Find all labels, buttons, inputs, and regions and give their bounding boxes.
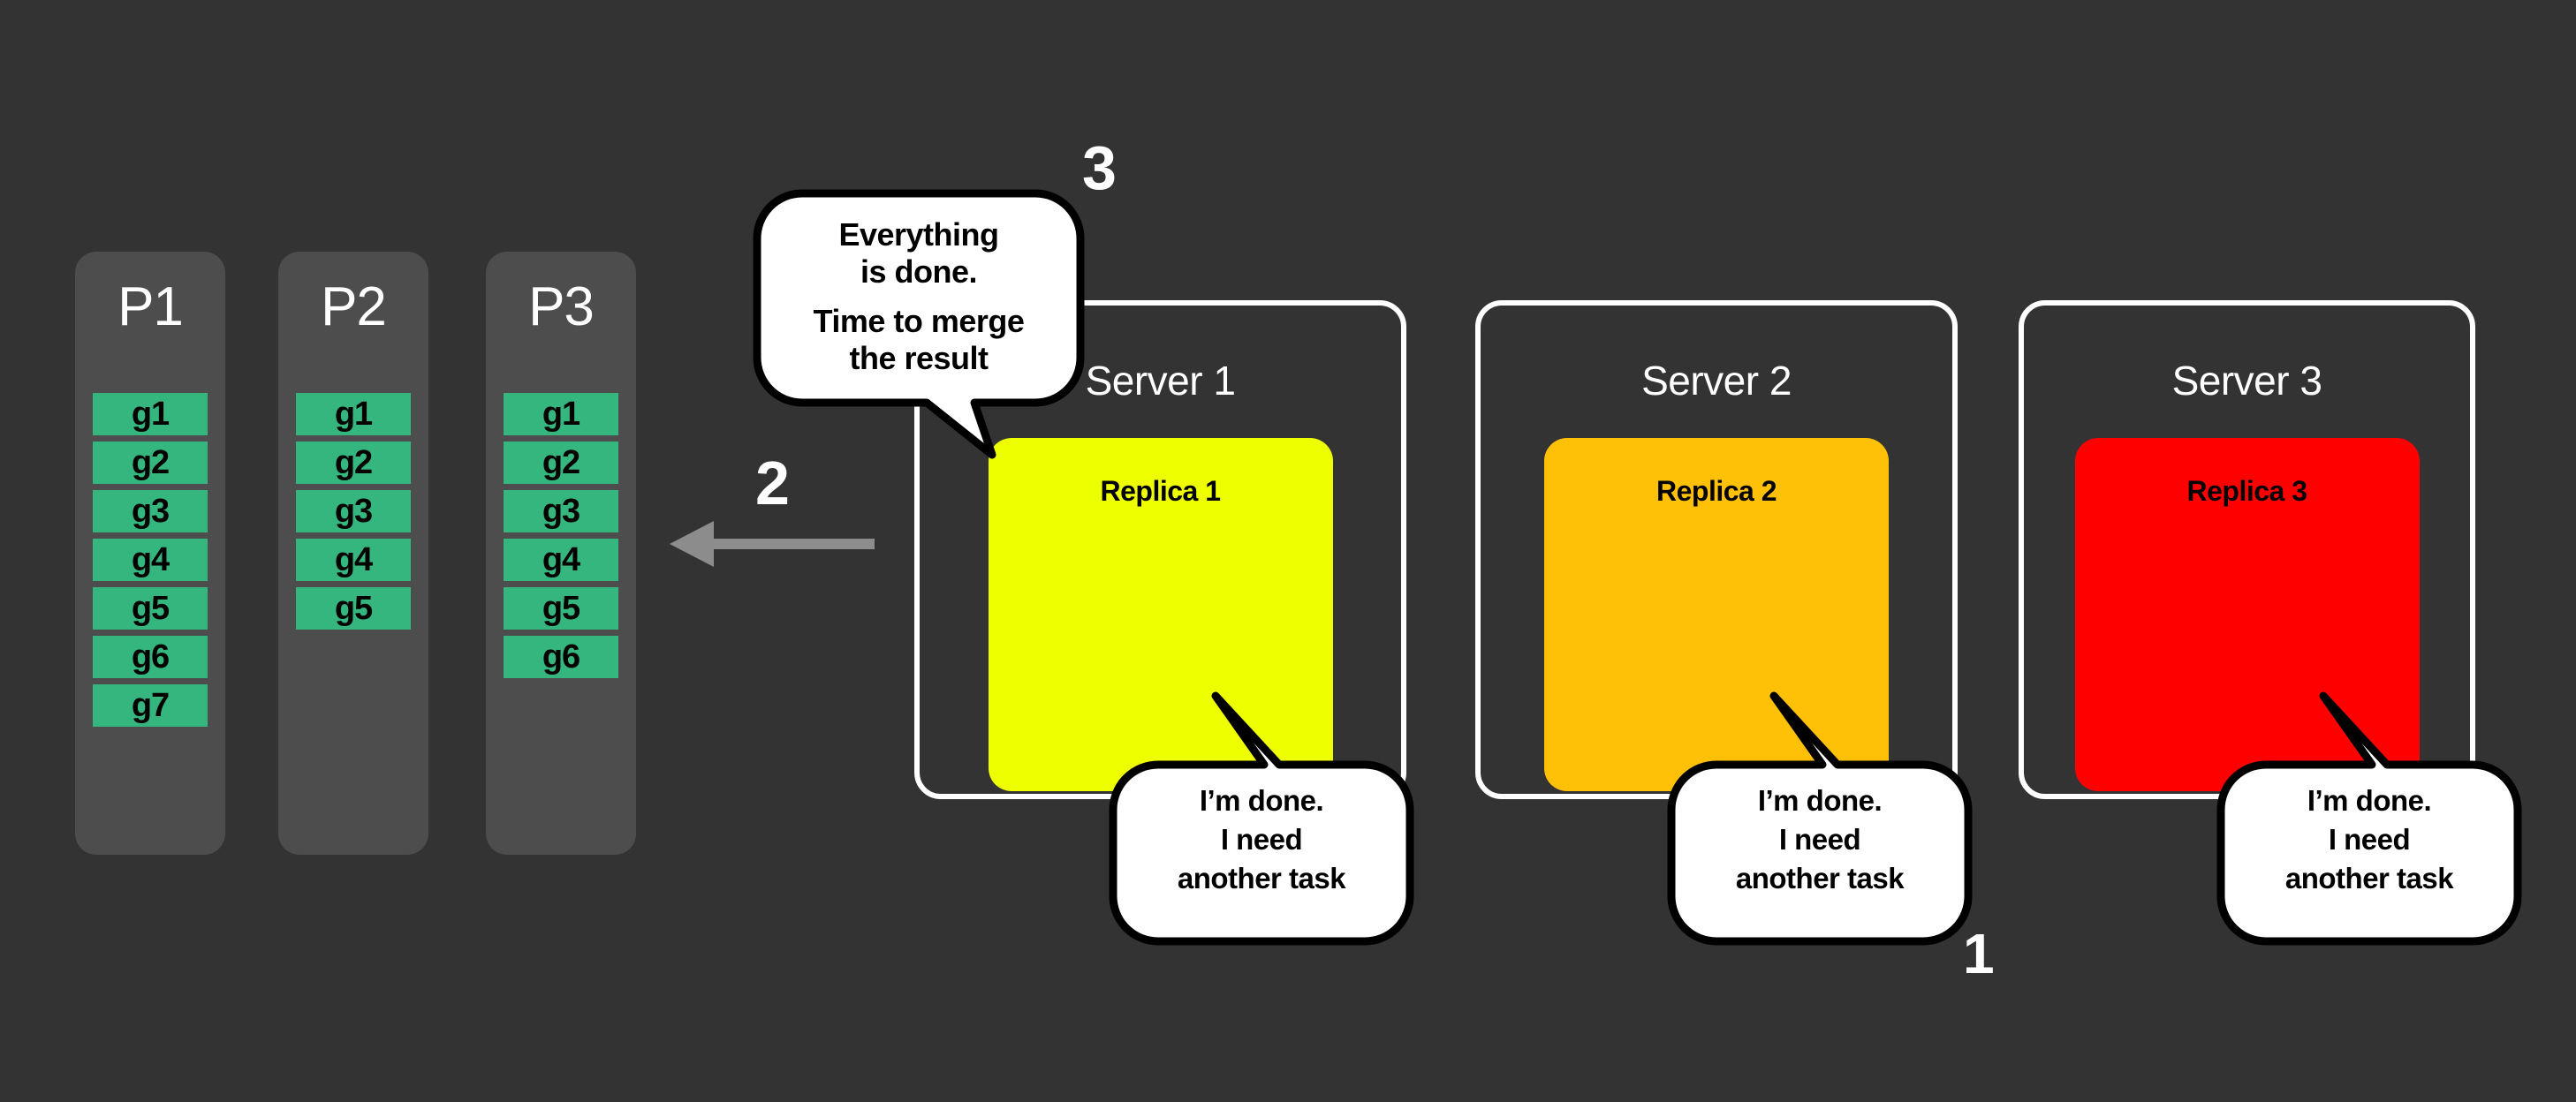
done-bubble-line-2: I need [1220, 823, 1303, 856]
partition-tile: g5 [93, 587, 208, 630]
partition-tile: g2 [93, 442, 208, 484]
partition-tile: g1 [504, 393, 618, 435]
server-title: Server 3 [2171, 358, 2322, 404]
replica-label: Replica 2 [1655, 475, 1777, 507]
done-bubble-line-2: I need [2328, 823, 2411, 856]
partition-p3: P3 g1 g2 g3 g4 g5 g6 [486, 252, 636, 855]
partition-title: P3 [528, 276, 595, 337]
partition-tile: g2 [296, 442, 411, 484]
partition-tile: g4 [504, 539, 618, 581]
server-box-1: Server 1 Replica 1 [914, 300, 1406, 799]
partition-title: P1 [117, 276, 184, 337]
partition-tile: g3 [93, 490, 208, 532]
partition-tile: g4 [296, 539, 411, 581]
done-bubble-line-3: another task [1735, 862, 1905, 894]
done-speech-bubble-3: I’m done. I need another task [2216, 680, 2522, 946]
partition-title: P2 [321, 276, 387, 337]
server-box-2: Server 2 Replica 2 [1475, 300, 1958, 799]
partition-p1: P1 g1 g2 g3 g4 g5 g6 g7 [75, 252, 225, 855]
merge-arrow-icon [670, 519, 875, 569]
partition-p2: P2 g1 g2 g3 g4 g5 [278, 252, 428, 855]
merge-bubble-line-3: Time to merge [813, 303, 1025, 339]
partition-tile: g3 [296, 490, 411, 532]
replica-label: Replica 1 [1100, 475, 1221, 507]
partition-tile: g6 [93, 636, 208, 678]
partition-tile: g4 [93, 539, 208, 581]
step-marker-3: 3 [1082, 133, 1117, 202]
done-speech-bubble-2: I’m done. I need another task [1667, 680, 1973, 946]
replica-label: Replica 3 [2186, 475, 2307, 507]
server-title: Server 1 [1085, 358, 1236, 404]
partition-tile: g5 [504, 587, 618, 630]
server-title: Server 2 [1641, 358, 1792, 404]
done-bubble-line-3: another task [2284, 862, 2454, 894]
partition-tile: g6 [504, 636, 618, 678]
server-box-3: Server 3 Replica 3 [2019, 300, 2475, 799]
partition-tile: g5 [296, 587, 411, 630]
partition-tile: g7 [93, 684, 208, 727]
partition-tile: g2 [504, 442, 618, 484]
done-bubble-line-1: I’m done. [2307, 784, 2432, 817]
partition-tile: g3 [504, 490, 618, 532]
step-marker-2: 2 [755, 449, 790, 517]
replica-box-1: Replica 1 [988, 438, 1333, 791]
partition-tile-list: g1 g2 g3 g4 g5 [296, 393, 411, 636]
partition-tile-list: g1 g2 g3 g4 g5 g6 [504, 393, 618, 684]
done-bubble-line-3: another task [1177, 862, 1346, 894]
replica-box-2: Replica 2 [1544, 438, 1889, 791]
merge-bubble-line-4: the result [849, 340, 989, 376]
done-speech-bubble-1: I’m done. I need another task [1109, 680, 1414, 946]
merge-speech-bubble: Everything is done. Time to merge the re… [753, 189, 1085, 490]
partition-tile: g1 [93, 393, 208, 435]
partition-tile-list: g1 g2 g3 g4 g5 g6 g7 [93, 393, 208, 733]
step-marker-1: 1 [1963, 922, 1995, 985]
done-bubble-line-1: I’m done. [1757, 784, 1883, 817]
merge-bubble-line-2: is done. [860, 253, 978, 290]
merge-bubble-line-1: Everything [838, 216, 999, 253]
done-bubble-line-1: I’m done. [1199, 784, 1324, 817]
partition-tile: g1 [296, 393, 411, 435]
done-bubble-line-2: I need [1778, 823, 1861, 856]
